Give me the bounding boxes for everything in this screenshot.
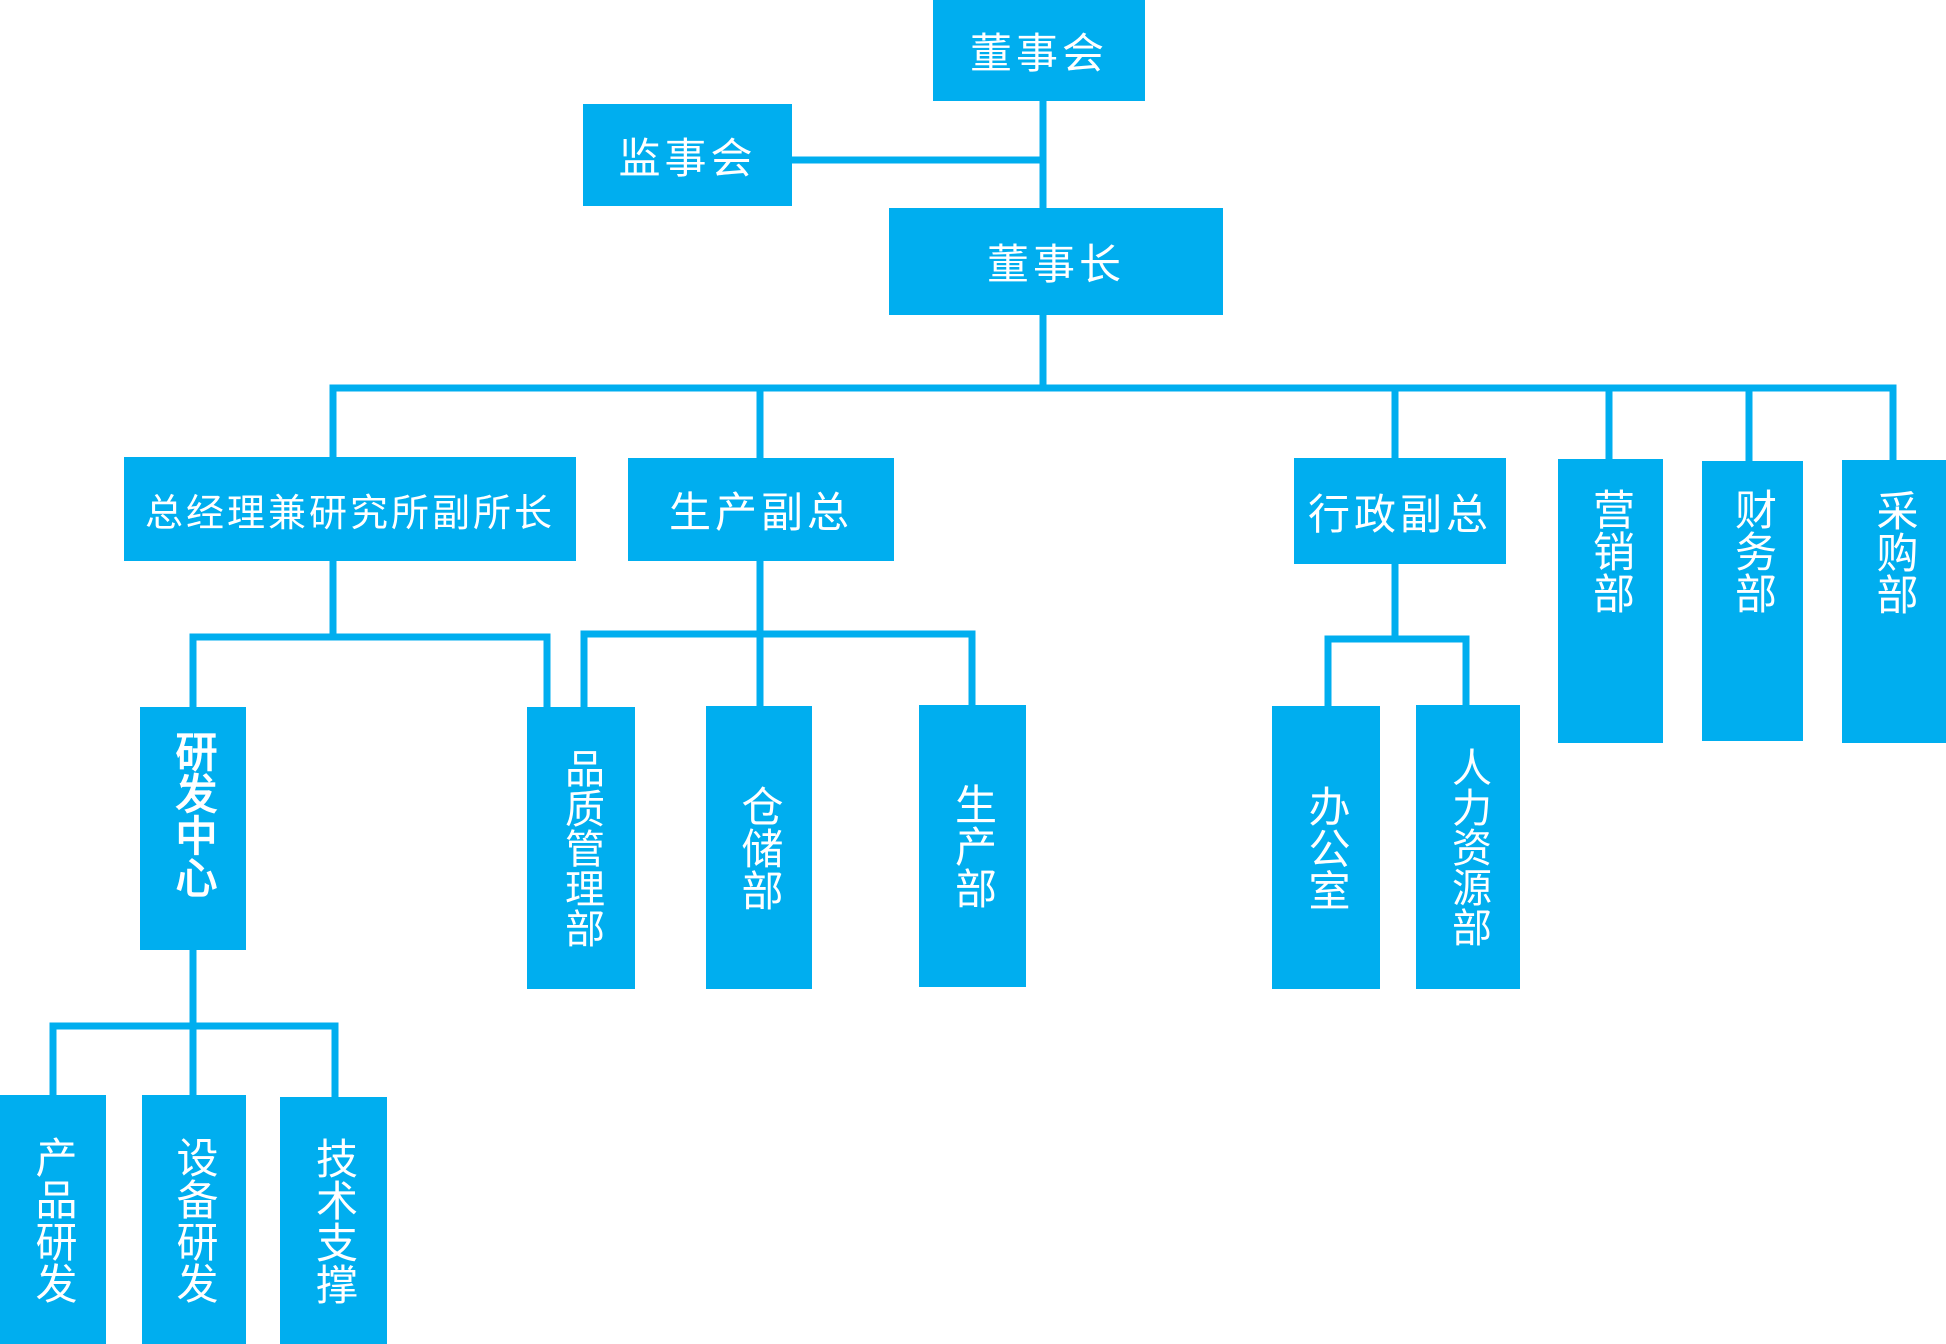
node-chairman: 董事长 <box>889 208 1223 315</box>
node-quality-dept-label: 品质管理部 <box>558 748 604 948</box>
node-supervisory-board: 监事会 <box>583 104 792 206</box>
node-admin-vp-label: 行政副总 <box>1307 489 1492 539</box>
node-board-label: 董事会 <box>969 29 1108 78</box>
node-equipment-rd-label: 设备研发 <box>170 1135 219 1304</box>
node-warehouse-dept-label: 仓储部 <box>735 784 784 911</box>
node-product-rd: 产品研发 <box>0 1095 106 1344</box>
node-rd-center: 研发中心 <box>140 707 246 950</box>
node-office: 办公室 <box>1272 706 1380 989</box>
node-warehouse-dept: 仓储部 <box>706 706 812 989</box>
node-equipment-rd: 设备研发 <box>142 1095 246 1344</box>
node-finance-dept-label: 财务部 <box>1728 488 1778 614</box>
node-production-vp-label: 生产副总 <box>668 488 853 537</box>
node-gm-research-deputy: 总经理兼研究所副所长 <box>124 457 576 561</box>
node-finance-dept: 财务部 <box>1702 461 1803 741</box>
node-marketing-dept: 营销部 <box>1558 459 1663 743</box>
node-tech-support: 技术支撑 <box>280 1097 387 1344</box>
node-gm-research-deputy-label: 总经理兼研究所副所长 <box>144 490 555 535</box>
node-quality-dept: 品质管理部 <box>527 707 635 989</box>
node-supervisory-board-label: 监事会 <box>618 133 757 183</box>
node-production-dept-label: 生产部 <box>948 783 998 909</box>
node-production-vp: 生产副总 <box>628 458 894 561</box>
node-purchasing-dept: 采购部 <box>1842 460 1946 743</box>
node-hr-dept: 人力资源部 <box>1416 705 1520 989</box>
node-office-label: 办公室 <box>1302 784 1351 911</box>
node-admin-vp: 行政副总 <box>1294 458 1506 564</box>
node-production-dept: 生产部 <box>919 705 1026 987</box>
node-hr-dept-label: 人力资源部 <box>1445 747 1491 947</box>
node-chairman-label: 董事长 <box>986 240 1125 289</box>
node-purchasing-dept-label: 采购部 <box>1870 488 1919 615</box>
node-product-rd-label: 产品研发 <box>29 1135 78 1304</box>
node-rd-center-label: 研发中心 <box>169 729 218 898</box>
node-tech-support-label: 技术支撑 <box>309 1136 359 1305</box>
node-marketing-dept-label: 营销部 <box>1586 488 1636 614</box>
node-board: 董事会 <box>933 0 1145 101</box>
